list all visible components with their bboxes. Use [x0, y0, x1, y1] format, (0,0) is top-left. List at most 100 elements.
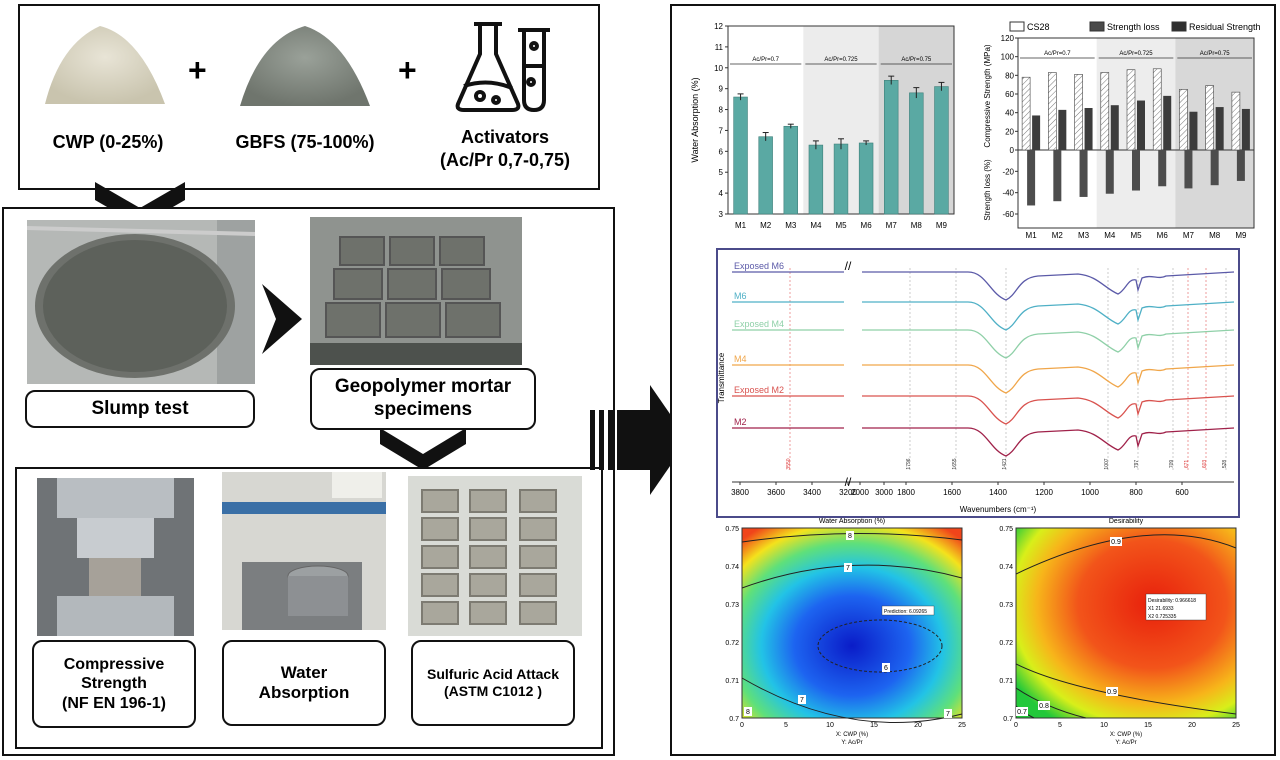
bar: [733, 96, 748, 215]
slump-test-label: Slump test: [25, 390, 255, 428]
residual-bar: [1058, 109, 1067, 150]
desirability-box: [1145, 593, 1207, 621]
loss-bar: [1079, 150, 1088, 197]
contour-label: 0.9: [1107, 689, 1117, 696]
plot-title: Desirability: [1109, 518, 1144, 525]
group-label: Ac/Pr=0.75: [901, 57, 932, 63]
y-tick-label: 0.74: [999, 564, 1013, 571]
x-tick-label: 3000: [875, 488, 893, 497]
contour-label: 7: [800, 697, 804, 704]
x-tick-label: M2: [760, 221, 772, 230]
x-tick-label: M5: [835, 221, 847, 230]
contour-label-bg: [1038, 701, 1050, 710]
x-tick-label: 3600: [767, 488, 785, 497]
y-tick-label: 0.75: [725, 526, 739, 533]
plot-title: Water Absorption (%): [819, 518, 885, 525]
peak-label: 1655: [952, 458, 958, 469]
x-tick-label: 1000: [1081, 488, 1099, 497]
loss-bar: [1132, 150, 1140, 191]
residual-bar: [1084, 108, 1093, 150]
group-label: Ac/Pr=0.7: [1044, 51, 1071, 57]
activators-label: Activators (Ac/Pr 0,7-0,75): [439, 127, 571, 170]
contour-line: [1015, 663, 1237, 715]
bar: [808, 144, 824, 215]
loss-bar: [1053, 150, 1062, 202]
spectrum-line: [732, 427, 1235, 457]
x-axis-label: Wavenumbers (cm⁻¹): [960, 505, 1037, 514]
axis-break-mark: //: [845, 259, 852, 273]
y-tick-label: 10: [714, 64, 723, 73]
y-tick-label: 0.73: [999, 602, 1013, 609]
x-tick-label: 3800: [731, 488, 749, 497]
contour-label: 8: [848, 533, 852, 540]
slump-test-photo: [27, 220, 255, 384]
x-tick-label: 10: [826, 722, 834, 729]
contour-label: 0.9: [1111, 539, 1121, 546]
x-tick-label: M7: [886, 221, 898, 230]
lab-flasks-icon: [450, 16, 560, 116]
contour-label-bg: [944, 709, 952, 718]
plus-sign-1: +: [188, 52, 207, 88]
y-tick-label: 0.75: [999, 526, 1013, 533]
y-tick-label: -60: [1002, 210, 1014, 219]
contour-line: [1015, 534, 1237, 575]
cs28-bar: [1126, 69, 1136, 151]
contour-label-bg: [798, 695, 806, 704]
y-tick-label: -20: [1002, 167, 1014, 176]
legend-swatch: [1171, 21, 1187, 32]
x-tick-label: 5: [784, 722, 788, 729]
legend-swatch: [1009, 21, 1025, 32]
x-tick-label: 25: [1232, 722, 1240, 729]
x-tick-label: 1200: [1035, 488, 1053, 497]
cs28-bar: [1179, 89, 1188, 151]
y-tick-label: 80: [1005, 71, 1014, 80]
y-tick-label: 20: [1005, 127, 1014, 136]
y-axis-label: Y: Ac/Pr: [841, 740, 862, 746]
loss-bar: [1236, 150, 1245, 181]
x-tick-label: 3400: [803, 488, 821, 497]
x-tick-label: 20: [1188, 722, 1196, 729]
x-tick-label: M9: [1235, 231, 1247, 240]
x-tick-label: 20: [914, 722, 922, 729]
y-tick-label: 0.73: [725, 602, 739, 609]
plot-frame: [1017, 37, 1255, 229]
series-label: Exposed M4: [734, 319, 784, 329]
y-tick-label: 0.7: [729, 716, 739, 723]
prediction-box: [881, 605, 935, 616]
spectrum-line: [732, 329, 1235, 359]
x-tick-label: M8: [911, 221, 923, 230]
gbfs-powder-image: [235, 14, 375, 114]
x-tick-label: M9: [936, 221, 948, 230]
acid-attack-photo: [408, 476, 582, 636]
x-tick-label: M1: [1026, 231, 1038, 240]
y-tick-label: -40: [1002, 189, 1014, 198]
series-label: M4: [734, 354, 747, 364]
cs28-bar: [1074, 74, 1083, 151]
y-tick-label: 100: [1001, 53, 1015, 62]
residual-bar: [1137, 100, 1145, 150]
legend-swatch: [1089, 21, 1105, 32]
x-tick-label: 0: [740, 722, 744, 729]
chevron-right-arrow-icon: [262, 284, 302, 359]
compressive-test-photo: [37, 478, 194, 636]
bar: [884, 80, 899, 215]
y-tick-label: 40: [1005, 109, 1014, 118]
contour-label: 7: [946, 711, 950, 718]
peak-label: 1007: [1104, 458, 1110, 469]
spectrum-line: [732, 395, 1235, 425]
y-tick-label: 9: [719, 85, 724, 94]
bar: [833, 143, 849, 215]
y-tick-label: 7: [719, 126, 724, 135]
peak-label: 1421: [1002, 458, 1008, 469]
y-axis-label: Transmittance: [718, 352, 726, 403]
contour-field: [1015, 527, 1237, 719]
y-tick-label: 0.72: [725, 640, 739, 647]
bar: [758, 136, 773, 215]
plus-sign-2: +: [398, 52, 417, 88]
x-tick-label: 2000: [851, 488, 869, 497]
group-label: Ac/Pr=0.7: [752, 57, 779, 63]
peak-label: 1796: [906, 458, 912, 469]
loss-bar: [1210, 150, 1219, 186]
y-tick-label: 3: [719, 210, 724, 219]
